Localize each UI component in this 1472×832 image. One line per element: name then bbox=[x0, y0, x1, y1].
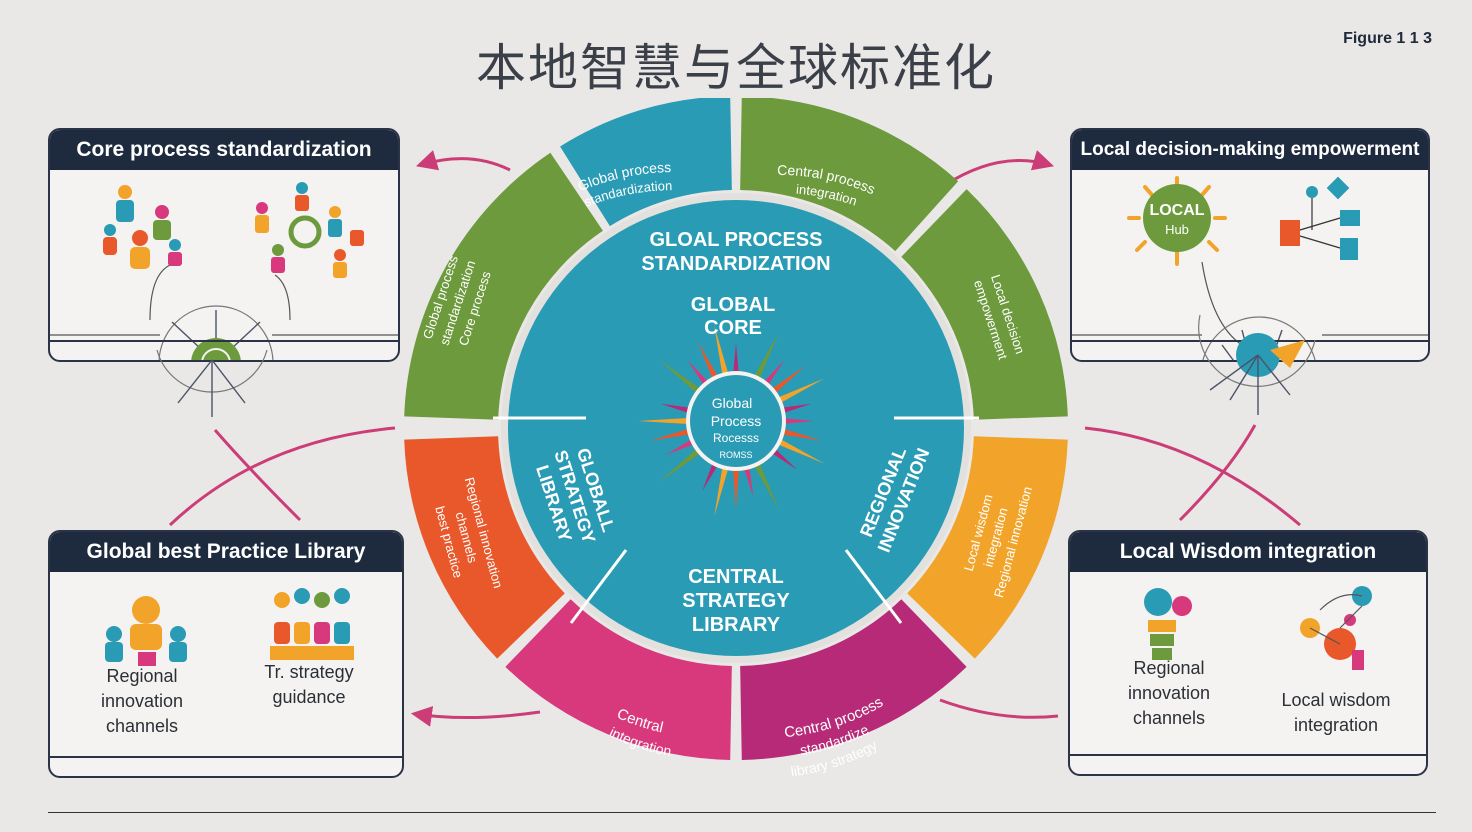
inner-top-line1: GLOAL PROCESS bbox=[650, 229, 823, 251]
core-hub-extension bbox=[156, 349, 268, 417]
local-wisdom-caption-right: Local wisdom integration bbox=[1281, 690, 1391, 735]
inner-bottom-line2: STRATEGY bbox=[682, 590, 790, 612]
arrow-mid-right-curve bbox=[1084, 426, 1301, 527]
segment-top-green bbox=[740, 98, 959, 252]
arrow-mid-left-curve bbox=[168, 426, 396, 527]
panel-core-process: Core process standardization bbox=[48, 128, 400, 362]
segment-left-orange bbox=[404, 436, 565, 659]
panel-local-wisdom: Local Wisdom integration Regional bbox=[1068, 530, 1428, 776]
figure-label: Figure 1 1 3 bbox=[1343, 30, 1432, 47]
inner-bottom-line3: LIBRARY bbox=[692, 614, 781, 636]
growth-stack-icon bbox=[1144, 588, 1192, 660]
starburst-ray bbox=[774, 426, 822, 441]
hub-ring bbox=[158, 305, 274, 360]
panel-core-process-header: Core process standardization bbox=[50, 130, 398, 170]
local-hub-illustration: LOCAL Hub bbox=[1072, 176, 1428, 360]
starburst-ray bbox=[638, 417, 697, 425]
bottom-rule bbox=[48, 812, 1436, 813]
starburst-ray bbox=[750, 332, 779, 387]
starburst-ray bbox=[714, 459, 731, 517]
center-line3: Rocesss bbox=[713, 431, 759, 445]
arrow-top-right bbox=[944, 150, 1055, 187]
panel-local-wisdom-header: Local Wisdom integration bbox=[1070, 532, 1426, 572]
local-hub-extension bbox=[1198, 314, 1316, 415]
best-practice-caption-left: Regional innovation channels bbox=[100, 666, 184, 736]
panel-footer-line bbox=[1070, 754, 1426, 774]
decision-network-icon bbox=[1280, 176, 1360, 260]
arrow-top-left bbox=[415, 150, 511, 172]
people-illustration bbox=[50, 182, 398, 360]
local-wisdom-caption-left: Regional innovation channels bbox=[1127, 658, 1211, 728]
panel-best-practice-header: Global best Practice Library bbox=[50, 532, 402, 572]
starburst-ray bbox=[659, 443, 708, 483]
segment-bottom-pink bbox=[505, 599, 732, 760]
panel-footer-line bbox=[50, 756, 402, 776]
segment-right-amber bbox=[907, 436, 1068, 659]
sun-rays-icon bbox=[1127, 176, 1227, 266]
local-wisdom-illustration bbox=[1144, 586, 1372, 670]
best-practice-caption-right: Tr. strategy guidance bbox=[264, 662, 354, 707]
arrow-mid-right-curve2 bbox=[1178, 424, 1257, 522]
starburst-ray bbox=[750, 455, 779, 510]
starburst-ray bbox=[714, 325, 731, 383]
segment-bottom-magenta bbox=[740, 599, 967, 760]
center-starburst bbox=[638, 325, 825, 517]
panel-best-practice: Global best Practice Library Regional in… bbox=[48, 530, 404, 778]
panel-local-decision-header: Local decision-making empowerment bbox=[1072, 130, 1428, 170]
segment-right-green bbox=[901, 189, 1068, 420]
center-line2: Process bbox=[711, 413, 762, 429]
people-group-left-icon bbox=[103, 185, 182, 269]
local-hub-line2: Hub bbox=[1165, 222, 1189, 237]
panel-footer-line bbox=[50, 340, 398, 360]
center-badge bbox=[690, 375, 782, 467]
arrow-mid-left-curve2 bbox=[213, 429, 302, 522]
best-practice-people-icon bbox=[105, 588, 354, 666]
segment-top-teal bbox=[560, 98, 732, 227]
page-title: 本地智慧与全球标准化 bbox=[476, 39, 996, 97]
starburst-ray bbox=[770, 435, 825, 464]
starburst-ray bbox=[732, 460, 740, 509]
network-lines bbox=[50, 264, 398, 336]
panel-local-decision: Local decision-making empowerment LOCAL … bbox=[1070, 128, 1430, 362]
process-wheel: GLOAL PROCESS STANDARDIZATION GLOBAL COR… bbox=[404, 98, 1068, 779]
segment-left-green bbox=[404, 152, 603, 420]
center-line1: Global bbox=[712, 395, 752, 411]
center-line4: ROMSS bbox=[719, 450, 752, 460]
outer-ring bbox=[404, 98, 1068, 760]
starburst-ray bbox=[741, 335, 756, 383]
arrow-bottom-right bbox=[939, 698, 1059, 719]
inner-top-line2: STANDARDIZATION bbox=[641, 253, 830, 275]
core-line2: CORE bbox=[704, 317, 762, 339]
local-hub-badge bbox=[1143, 184, 1211, 252]
starburst-ray bbox=[770, 378, 825, 407]
inner-bottom-line1: CENTRAL bbox=[688, 566, 784, 588]
starburst-ray bbox=[650, 426, 698, 441]
idea-network-icon bbox=[1300, 586, 1372, 670]
disc-dividers bbox=[493, 416, 979, 624]
local-hub-line1: LOCAL bbox=[1149, 202, 1204, 219]
people-group-right-icon bbox=[255, 182, 364, 278]
arrow-bottom-left bbox=[410, 706, 541, 727]
starburst-ray bbox=[659, 359, 708, 399]
core-line1: GLOBAL bbox=[691, 294, 775, 316]
